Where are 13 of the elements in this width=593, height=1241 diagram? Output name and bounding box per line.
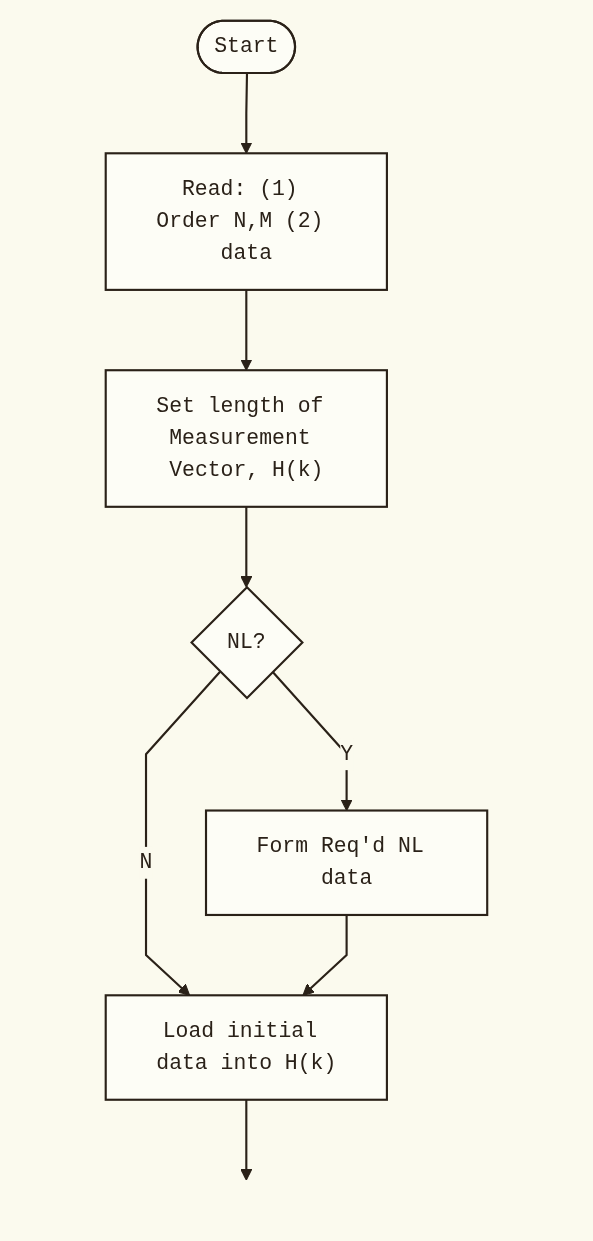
- arrow: [240, 1099, 253, 1181]
- node-diamond: NL?: [190, 585, 304, 700]
- arrow: [240, 506, 253, 588]
- node-box: Read: (1) Order N,M (2) data: [104, 152, 388, 291]
- edge-label: N: [139, 850, 153, 875]
- arrow: [145, 671, 221, 996]
- node-box: Form Req'd NL data: [204, 809, 489, 917]
- arrow: [302, 914, 348, 996]
- arrow: [240, 289, 253, 371]
- edge-label: Y: [340, 742, 354, 767]
- node-box: Set length of Measurement Vector, H(k): [104, 369, 388, 508]
- node-box: Load initial data into H(k): [104, 994, 388, 1101]
- arrow: [240, 73, 253, 154]
